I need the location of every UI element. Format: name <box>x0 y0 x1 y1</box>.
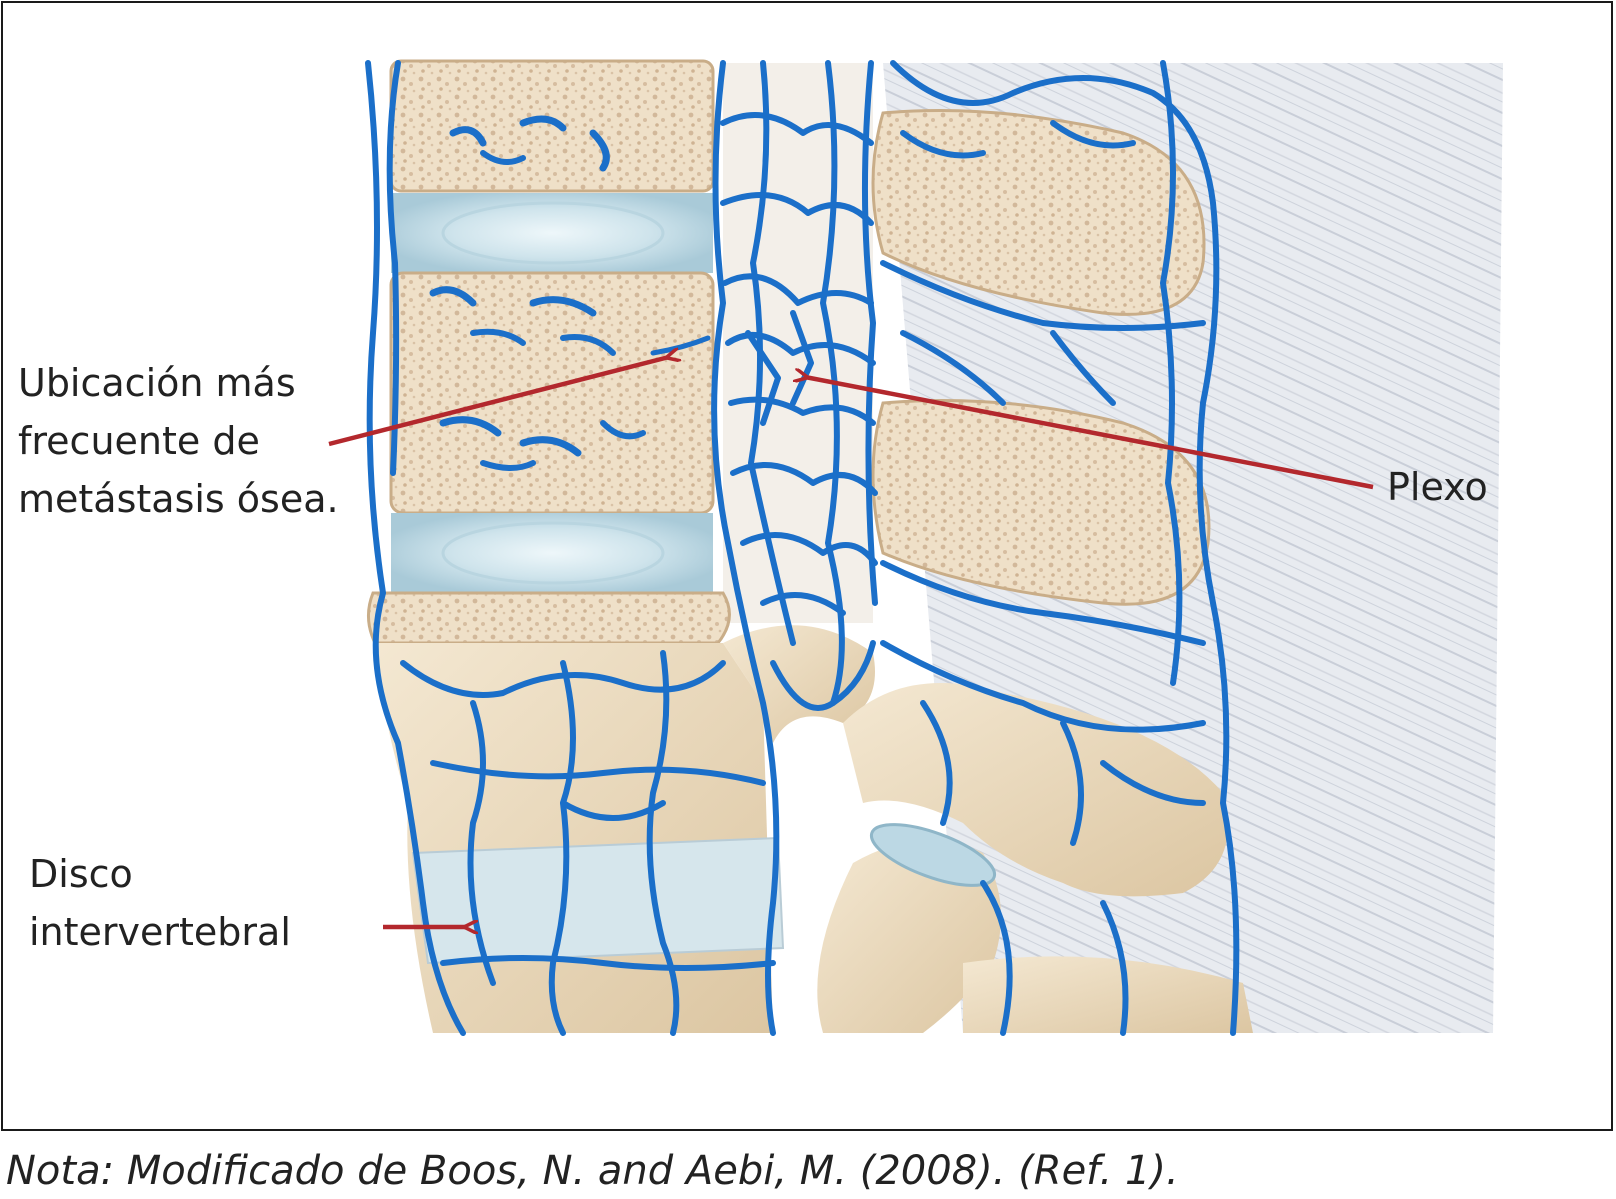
label-disc: Disco intervertebral <box>29 845 291 961</box>
label-metastasis-line-3: metástasis ósea. <box>18 477 339 521</box>
lower-vertebra <box>375 625 1253 1033</box>
label-plexus: Plexo <box>1387 465 1488 509</box>
plexus-arrow <box>805 377 1374 490</box>
spine-venous-plexus-illustration <box>328 59 1503 1036</box>
figure-frame: Ubicación más frecuente de metástasis ós… <box>1 1 1613 1131</box>
spinal-canal <box>723 63 873 623</box>
label-disc-line-2: intervertebral <box>29 910 291 954</box>
metastasis-arrow <box>328 357 669 447</box>
venous-plexus <box>365 60 1240 1036</box>
figure-caption: Nota: Modificado de Boos, N. and Aebi, M… <box>6 1148 1179 1194</box>
label-disc-line-1: Disco <box>29 852 133 896</box>
posterior-elements-section <box>871 109 1211 606</box>
vertebral-bodies-section <box>367 59 731 645</box>
disc-section-lower <box>391 513 713 593</box>
disc-section-upper <box>391 193 713 273</box>
annotation-arrows <box>328 357 1374 927</box>
label-metastasis: Ubicación más frecuente de metástasis ós… <box>18 354 339 528</box>
label-metastasis-line-1: Ubicación más <box>18 361 296 405</box>
label-metastasis-line-2: frecuente de <box>18 419 260 463</box>
